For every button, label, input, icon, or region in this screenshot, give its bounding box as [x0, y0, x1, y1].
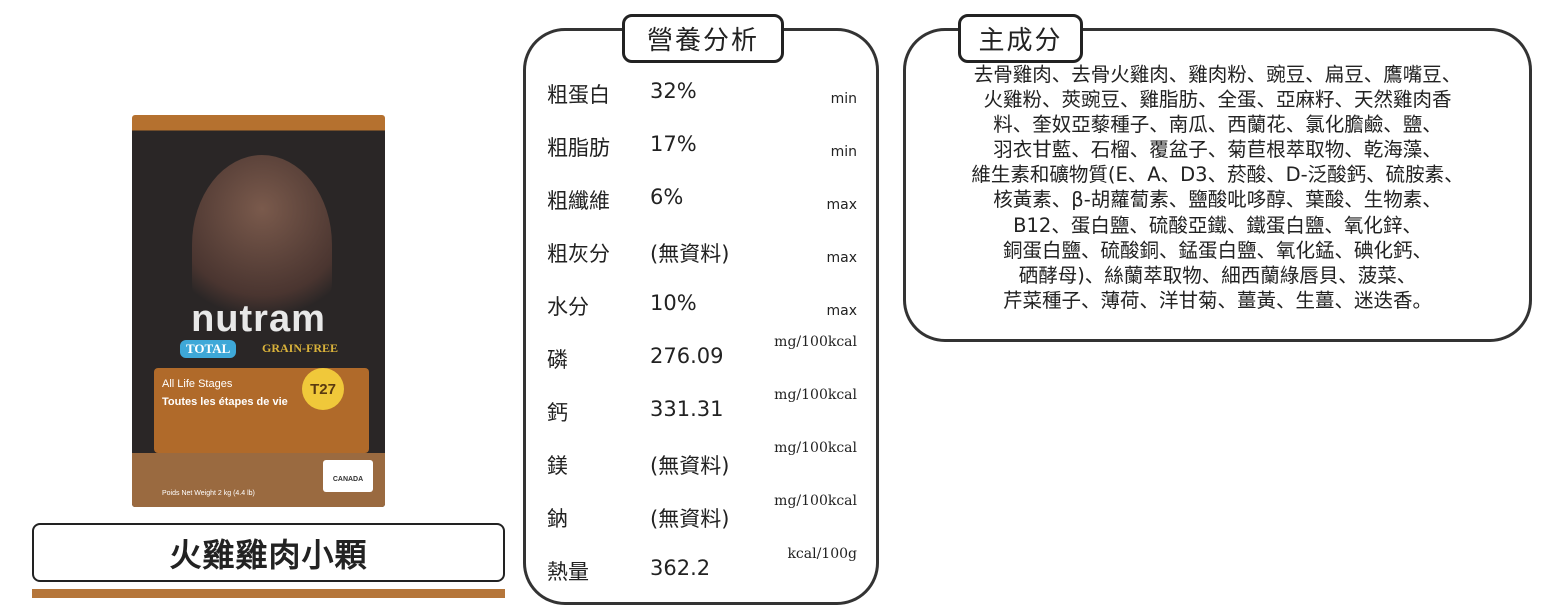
ingredients-title: 主成分	[958, 14, 1083, 63]
accent-bar	[32, 589, 505, 598]
nutrient-unit: max	[826, 303, 857, 319]
nutrient-label: 水分	[547, 295, 589, 319]
ingredients-line: 料、奎奴亞藜種子、南瓜、西蘭花、氯化膽鹼、鹽、	[993, 113, 1442, 137]
nutrient-value: 32%	[650, 79, 697, 103]
nutrient-unit: mg/100kcal	[774, 440, 857, 456]
nutrition-row: 水分 10% max	[547, 283, 857, 323]
nutrition-row: 鈣 331.31 mg/100kcal	[547, 387, 857, 429]
nutrient-unit: mg/100kcal	[774, 334, 857, 350]
ingredients-line: 銅蛋白鹽、硫酸銅、錳蛋白鹽、氧化錳、碘化鈣、	[1002, 238, 1432, 262]
line-badge: TOTAL	[180, 340, 237, 358]
ingredients-line: 火雞粉、莢豌豆、雞脂肪、全蛋、亞麻籽、天然雞肉香	[983, 88, 1452, 112]
nutrient-label: 鈉	[547, 507, 568, 531]
ingredients-line: 硒酵母)、絲蘭萃取物、細西蘭綠唇貝、菠菜、	[1018, 263, 1417, 287]
ingredients-line: 核黃素、β-胡蘿蔔素、鹽酸吡哆醇、葉酸、生物素、	[993, 188, 1442, 212]
nutrition-row: 鎂 (無資料) mg/100kcal	[547, 440, 857, 482]
ingredients-panel	[903, 28, 1532, 342]
nutrient-value: 10%	[650, 291, 697, 315]
nutrient-value: 17%	[650, 132, 697, 156]
nutrient-unit: max	[826, 250, 857, 266]
nutrient-value: 362.2	[650, 556, 711, 580]
nutrition-title: 營養分析	[622, 14, 784, 63]
nutrient-label: 鎂	[547, 454, 568, 478]
ingredients-line: 維生素和礦物質(E、A、D3、菸酸、D-泛酸鈣、硫胺素、	[971, 163, 1464, 187]
nutrient-label: 熱量	[547, 560, 589, 584]
code-badge: T27	[302, 368, 344, 410]
nutrition-row: 熱量 362.2 kcal/100g	[547, 546, 857, 588]
nutrient-unit: min	[830, 91, 857, 107]
nutrient-unit: mg/100kcal	[774, 493, 857, 509]
nutrition-row: 粗蛋白 32% min	[547, 71, 857, 111]
ingredients-line: 芹菜種子、薄荷、洋甘菊、薑黃、生薑、迷迭香。	[1002, 288, 1432, 312]
stage-en: All Life Stages	[162, 378, 233, 390]
nutrient-value: 331.31	[650, 397, 724, 421]
nutrition-panel	[523, 28, 879, 605]
nutrient-label: 粗纖維	[547, 189, 610, 213]
nutrient-value: (無資料)	[650, 242, 730, 266]
ingredients-text: 去骨雞肉、去骨火雞肉、雞肉粉、豌豆、扁豆、鷹嘴豆、火雞粉、莢豌豆、雞脂肪、全蛋、…	[910, 62, 1525, 313]
nutrition-row: 粗脂肪 17% min	[547, 124, 857, 164]
nutrient-value: (無資料)	[650, 454, 730, 478]
nutrient-label: 粗脂肪	[547, 136, 610, 160]
nutrient-label: 鈣	[547, 401, 568, 425]
nutrient-unit: min	[830, 144, 857, 160]
brand-logo: nutram	[191, 298, 326, 340]
nutrition-row: 鈉 (無資料) mg/100kcal	[547, 493, 857, 535]
nutrient-unit: max	[826, 197, 857, 213]
net-weight: Poids Net Weight 2 kg (4.4 lb)	[162, 490, 255, 497]
nutrition-row: 磷 276.09 mg/100kcal	[547, 334, 857, 376]
nutrient-value: 276.09	[650, 344, 724, 368]
nutrition-row: 粗灰分 (無資料) max	[547, 230, 857, 270]
ingredients-line: 去骨雞肉、去骨火雞肉、雞肉粉、豌豆、扁豆、鷹嘴豆、	[973, 63, 1462, 86]
nutrient-value: (無資料)	[650, 507, 730, 531]
nutrient-label: 粗蛋白	[547, 83, 610, 107]
product-image: nutram TOTAL GRAIN-FREE All Life Stages …	[132, 115, 385, 507]
grain-free-label: GRAIN-FREE	[262, 341, 339, 355]
nutrition-row: 粗纖維 6% max	[547, 177, 857, 217]
origin-badge: CANADA	[323, 460, 373, 492]
nutrient-unit: kcal/100g	[787, 546, 857, 562]
nutrient-value: 6%	[650, 185, 684, 209]
nutrient-label: 粗灰分	[547, 242, 610, 266]
stage-fr: Toutes les étapes de vie	[162, 396, 288, 408]
nutrient-unit: mg/100kcal	[774, 387, 857, 403]
product-name: 火雞雞肉小顆	[32, 523, 505, 582]
ingredients-line: 羽衣甘藍、石榴、覆盆子、菊苣根萃取物、乾海藻、	[993, 138, 1442, 162]
dog-photo	[192, 155, 332, 335]
nutrient-label: 磷	[547, 348, 568, 372]
ingredients-line: B12、蛋白鹽、硫酸亞鐵、鐵蛋白鹽、氧化鋅、	[1013, 213, 1422, 237]
